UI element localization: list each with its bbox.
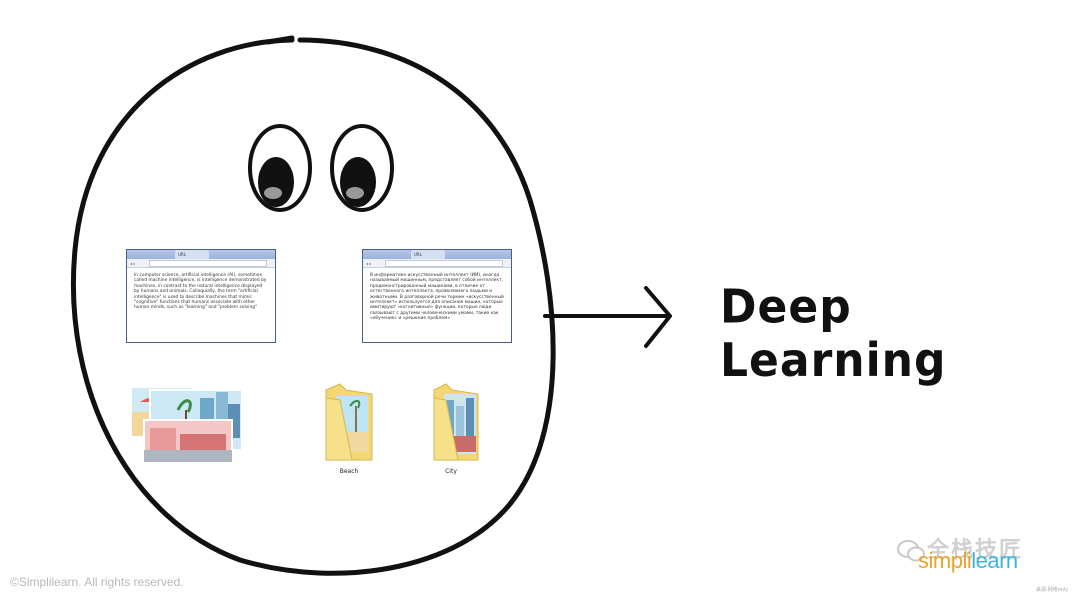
nav-arrows-icon: ◂ ▸ <box>130 261 136 266</box>
head-outline-stroke-tail <box>265 35 295 45</box>
browser-tab: URL <box>411 250 445 259</box>
browser-text-russian: В информатике искусственный интеллект (И… <box>370 273 504 322</box>
address-field <box>385 260 503 267</box>
brand-learn: learn <box>971 548 1018 573</box>
browser-address-bar: ◂ ▸ <box>127 259 275 268</box>
folder-label-beach: Beach <box>339 468 359 475</box>
right-eye <box>330 124 394 212</box>
wechat-icon <box>897 540 925 562</box>
watermark-text: 全栈技匠 <box>927 538 1024 563</box>
left-eye <box>248 124 312 212</box>
copyright-text: ©Simplilearn. All rights reserved. <box>10 575 184 589</box>
head-outline <box>70 37 556 576</box>
brand-logo: simplilearn <box>918 548 1018 574</box>
browser-text-english: In computer science, artificial intellig… <box>134 273 267 311</box>
arrow-right-icon <box>543 286 672 348</box>
browser-titlebar: URL <box>127 250 275 259</box>
deep-learning-label: Deep Learning <box>720 280 947 388</box>
folder-label-city: City <box>445 468 457 475</box>
browser-window-russian: URL ◂ ▸ В информатике искусственный инте… <box>362 249 512 343</box>
brand-simpli: simpli <box>918 548 972 573</box>
address-field <box>149 260 267 267</box>
browser-tab: URL <box>175 250 209 259</box>
browser-window-english: URL ◂ ▸ In computer science, artificial … <box>126 249 276 343</box>
nav-arrows-icon: ◂ ▸ <box>366 261 372 266</box>
source-note: 来源:网络only <box>1036 587 1069 593</box>
beach-folder-icon <box>325 383 373 461</box>
photo-collage-icon <box>132 388 243 463</box>
browser-titlebar: URL <box>363 250 511 259</box>
browser-address-bar: ◂ ▸ <box>363 259 511 268</box>
city-folder-icon <box>433 383 479 461</box>
